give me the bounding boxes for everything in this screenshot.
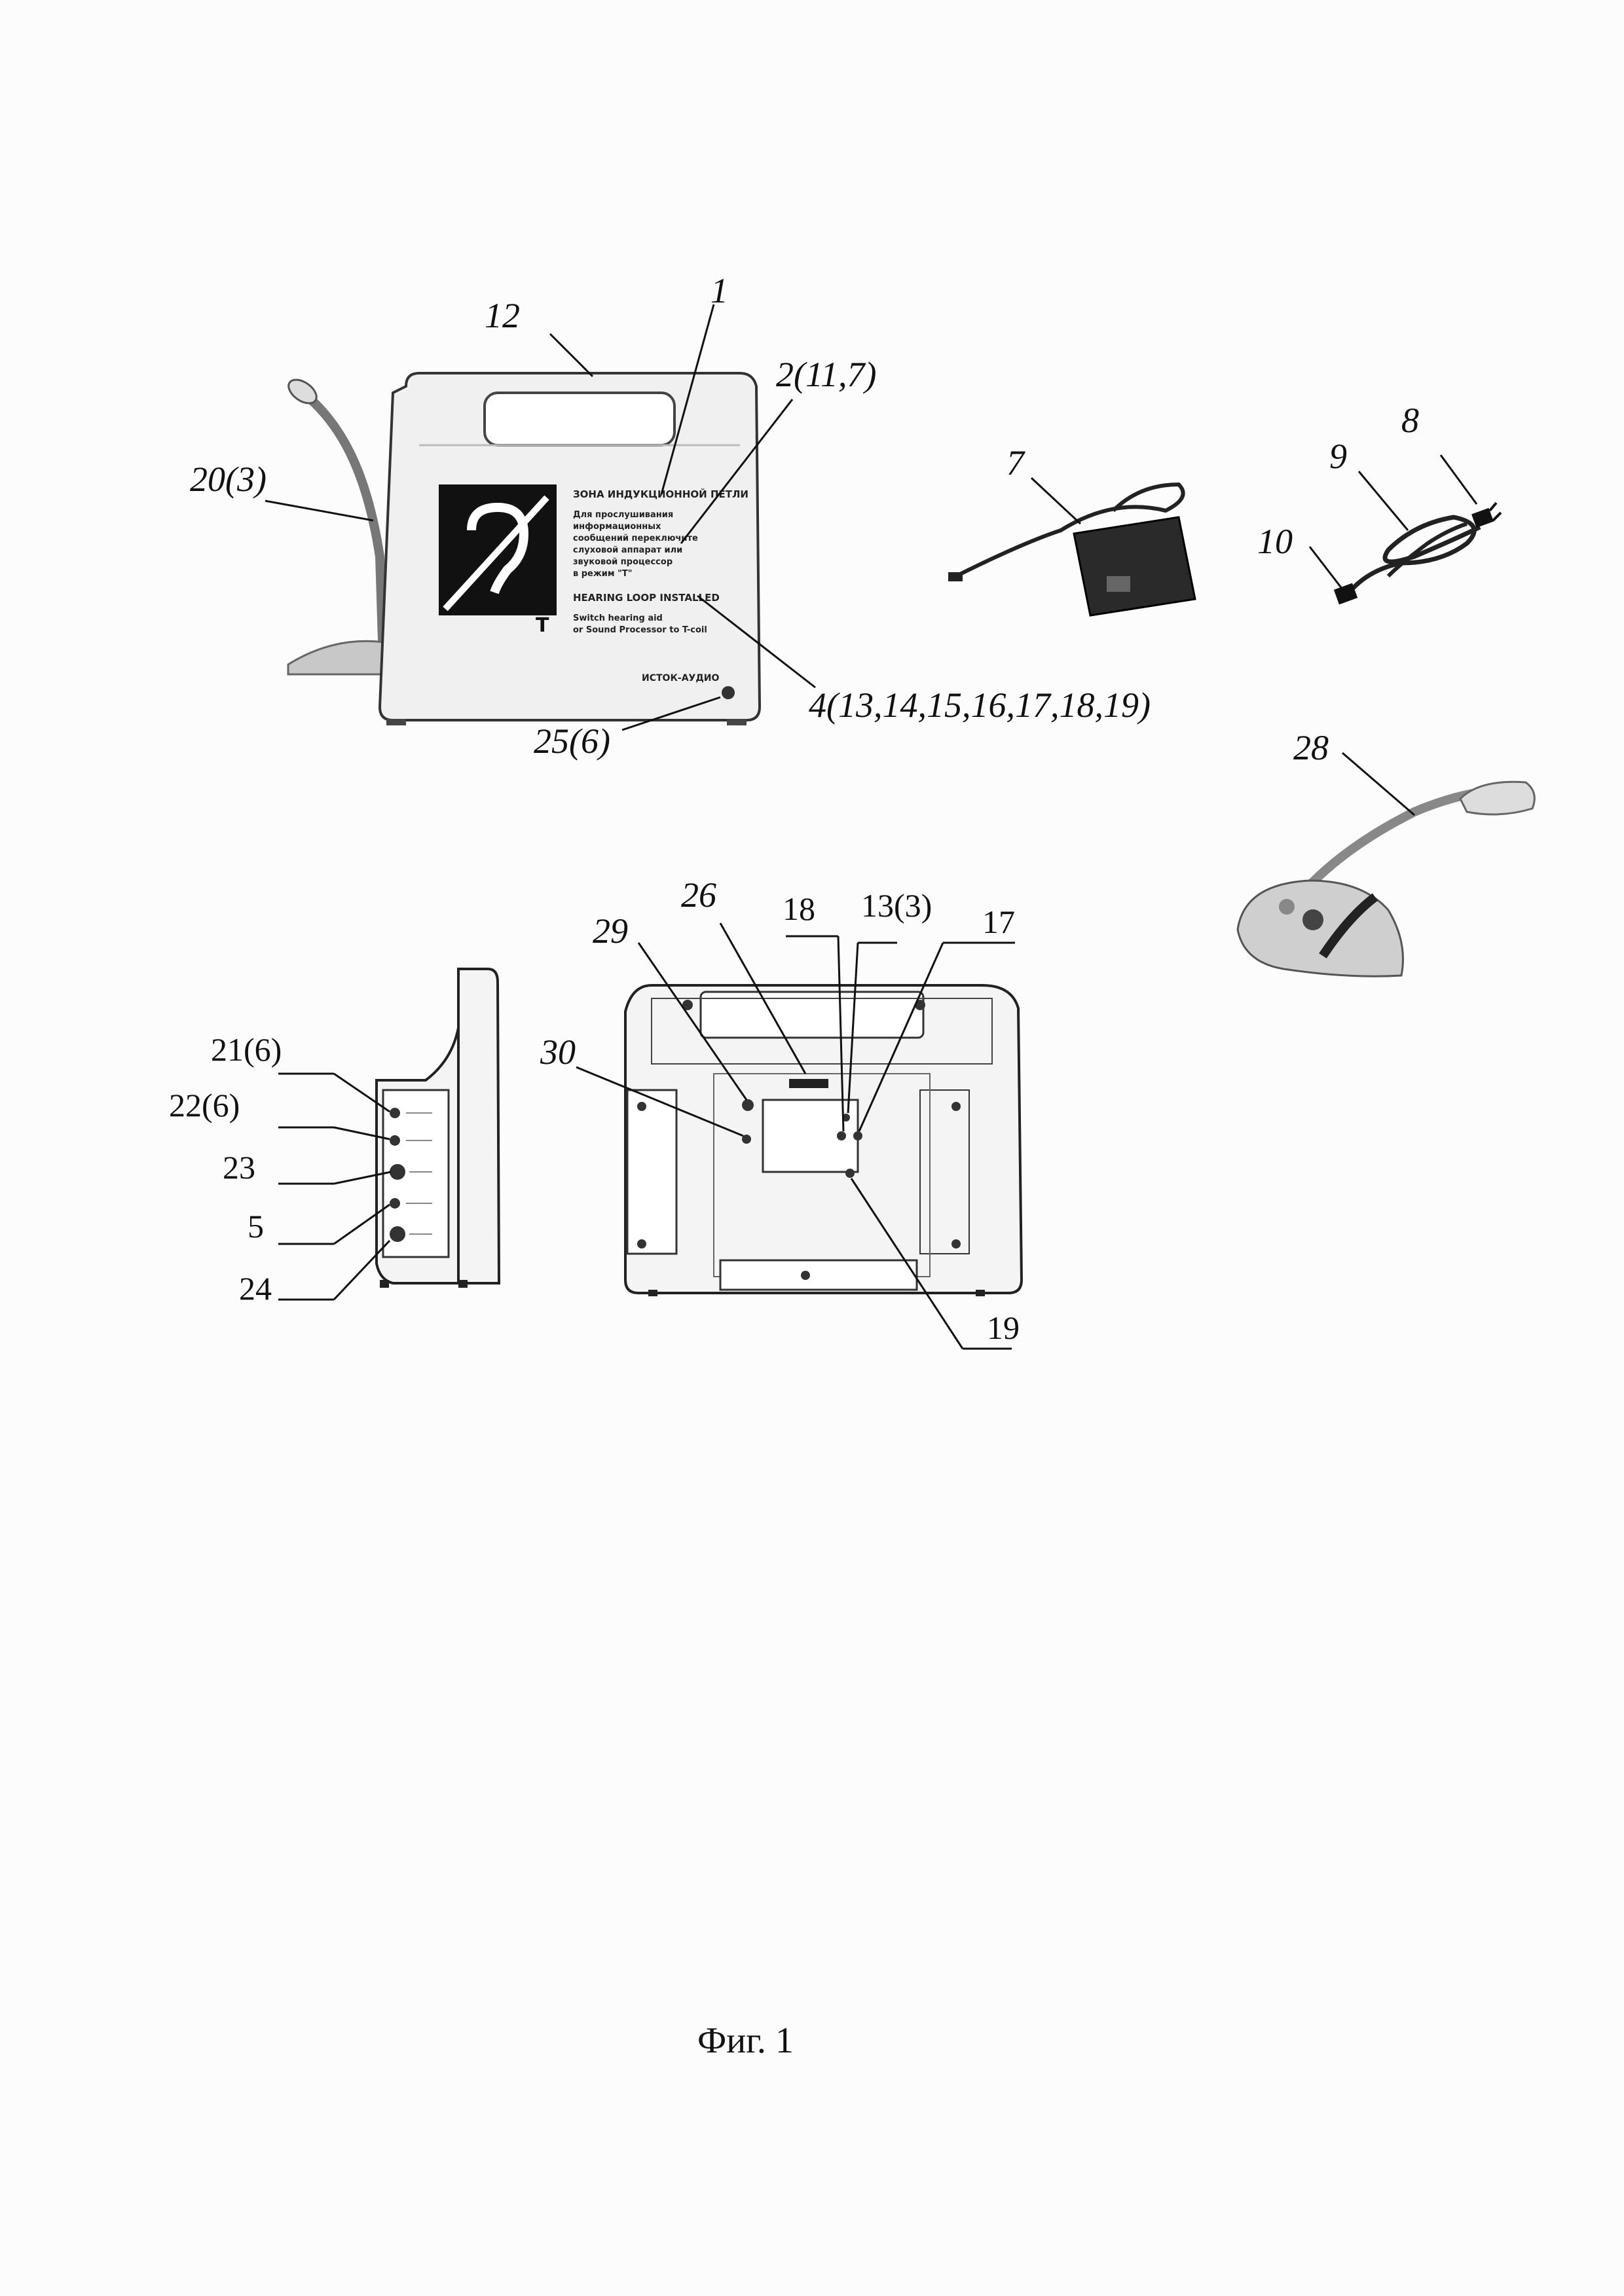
sign-text-en-2: or Sound Processor to T-coil <box>573 625 707 635</box>
label-17: 17 <box>982 903 1015 940</box>
sign-text-ru-2: информационных <box>573 522 661 532</box>
adapter-body <box>1073 516 1196 617</box>
label-2: 2(11,7) <box>776 355 876 394</box>
leaders-front <box>265 304 816 731</box>
label-8: 8 <box>1401 401 1419 440</box>
label-21: 21(6) <box>211 1031 282 1068</box>
label-24: 24 <box>239 1270 272 1307</box>
label-30: 30 <box>540 1032 576 1072</box>
label-4: 4(13,14,15,16,17,18,19) <box>809 685 1151 725</box>
device-side-view <box>375 968 501 1288</box>
cord-connector <box>1333 583 1358 605</box>
sign-text-en-1: Switch hearing aid <box>573 613 663 623</box>
carry-handle <box>483 392 676 446</box>
gooseneck-microphone <box>291 382 388 662</box>
label-18: 18 <box>783 890 815 927</box>
device-rear-view <box>624 984 1024 1296</box>
sign-brand: ИСТОК-АУДИО <box>642 673 720 683</box>
label-29: 29 <box>593 911 628 951</box>
label-20: 20(3) <box>190 460 267 499</box>
sign-text-ru-3: сообщений переключите <box>573 534 698 543</box>
label-13: 13(3) <box>861 887 932 924</box>
desk-microphone-icon <box>1236 780 1536 977</box>
power-cord-icon <box>1333 501 1502 605</box>
label-23: 23 <box>223 1149 255 1186</box>
ac-adapter-icon <box>948 482 1196 617</box>
microphone-head <box>287 378 318 405</box>
indicator-led <box>722 686 735 699</box>
sign-text-ru-5: звуковой процессор <box>573 557 673 567</box>
label-1: 1 <box>710 271 728 310</box>
label-25: 25(6) <box>534 721 610 761</box>
sign-text-ru-6: в режим "T" <box>573 569 633 579</box>
rear-slot-26 <box>789 1079 828 1088</box>
cord-plug <box>1471 507 1494 528</box>
label-5: 5 <box>248 1208 264 1245</box>
label-7: 7 <box>1006 443 1025 483</box>
label-19: 19 <box>987 1309 1020 1346</box>
label-26: 26 <box>681 875 716 915</box>
sign-text-ru-1: Для прослушивания <box>573 510 673 520</box>
label-10: 10 <box>1257 522 1293 561</box>
figure-caption: Фиг. 1 <box>697 2020 794 2061</box>
device-front-view: T ЗОНА ИНДУКЦИОННОЙ ПЕТЛИ Для прослушива… <box>287 372 762 725</box>
label-28: 28 <box>1293 728 1329 767</box>
sign-title-en: HEARING LOOP INSTALLED <box>573 592 720 604</box>
leaders-rear <box>576 922 1015 1350</box>
leaders-side <box>278 1072 392 1301</box>
label-22: 22(6) <box>169 1087 240 1123</box>
labels-rear: 26 29 30 18 13(3) 17 19 <box>540 875 1020 1346</box>
label-9: 9 <box>1329 437 1347 476</box>
device-body <box>378 372 762 721</box>
labels-side: 21(6) 22(6) 23 5 24 <box>169 1031 282 1307</box>
label-12: 12 <box>485 296 520 335</box>
sign-text-ru-4: слуховой аппарат или <box>573 545 682 555</box>
labels-front: 12 1 2(11,7) 20(3) 4(13,14,15,16,17,18,1… <box>190 271 1151 761</box>
t-letter: T <box>536 614 549 637</box>
